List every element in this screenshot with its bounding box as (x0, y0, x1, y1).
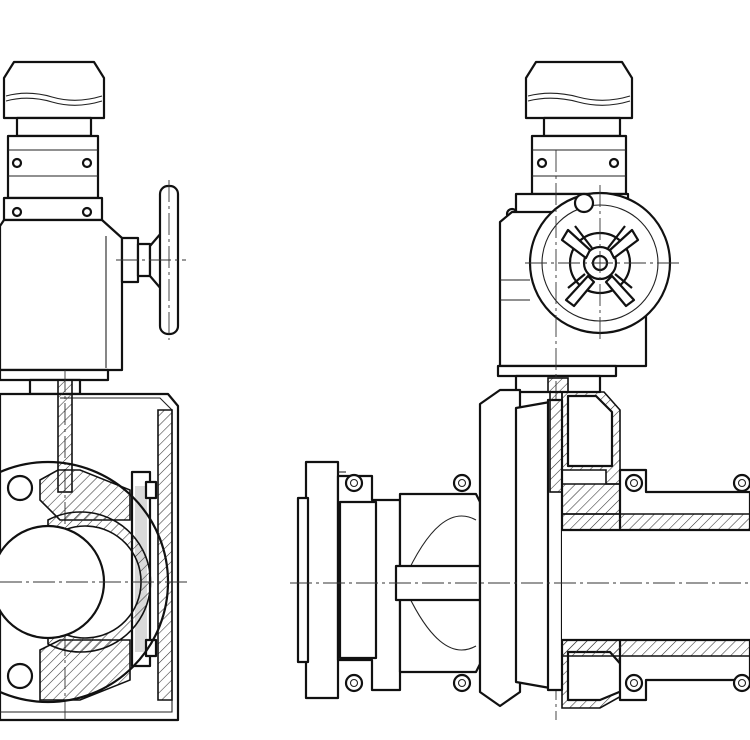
left-handwheel (116, 180, 186, 340)
side-sectional-view (0, 60, 190, 722)
right-actuator-motor (524, 60, 634, 138)
right-outlet-pipe (290, 468, 750, 702)
right-handwheel (525, 150, 680, 720)
left-actuator-motor (2, 60, 106, 138)
front-sectional-view (290, 60, 750, 720)
left-gearbox (0, 134, 152, 396)
left-valve-body (0, 370, 190, 722)
right-gate-section (394, 388, 633, 709)
